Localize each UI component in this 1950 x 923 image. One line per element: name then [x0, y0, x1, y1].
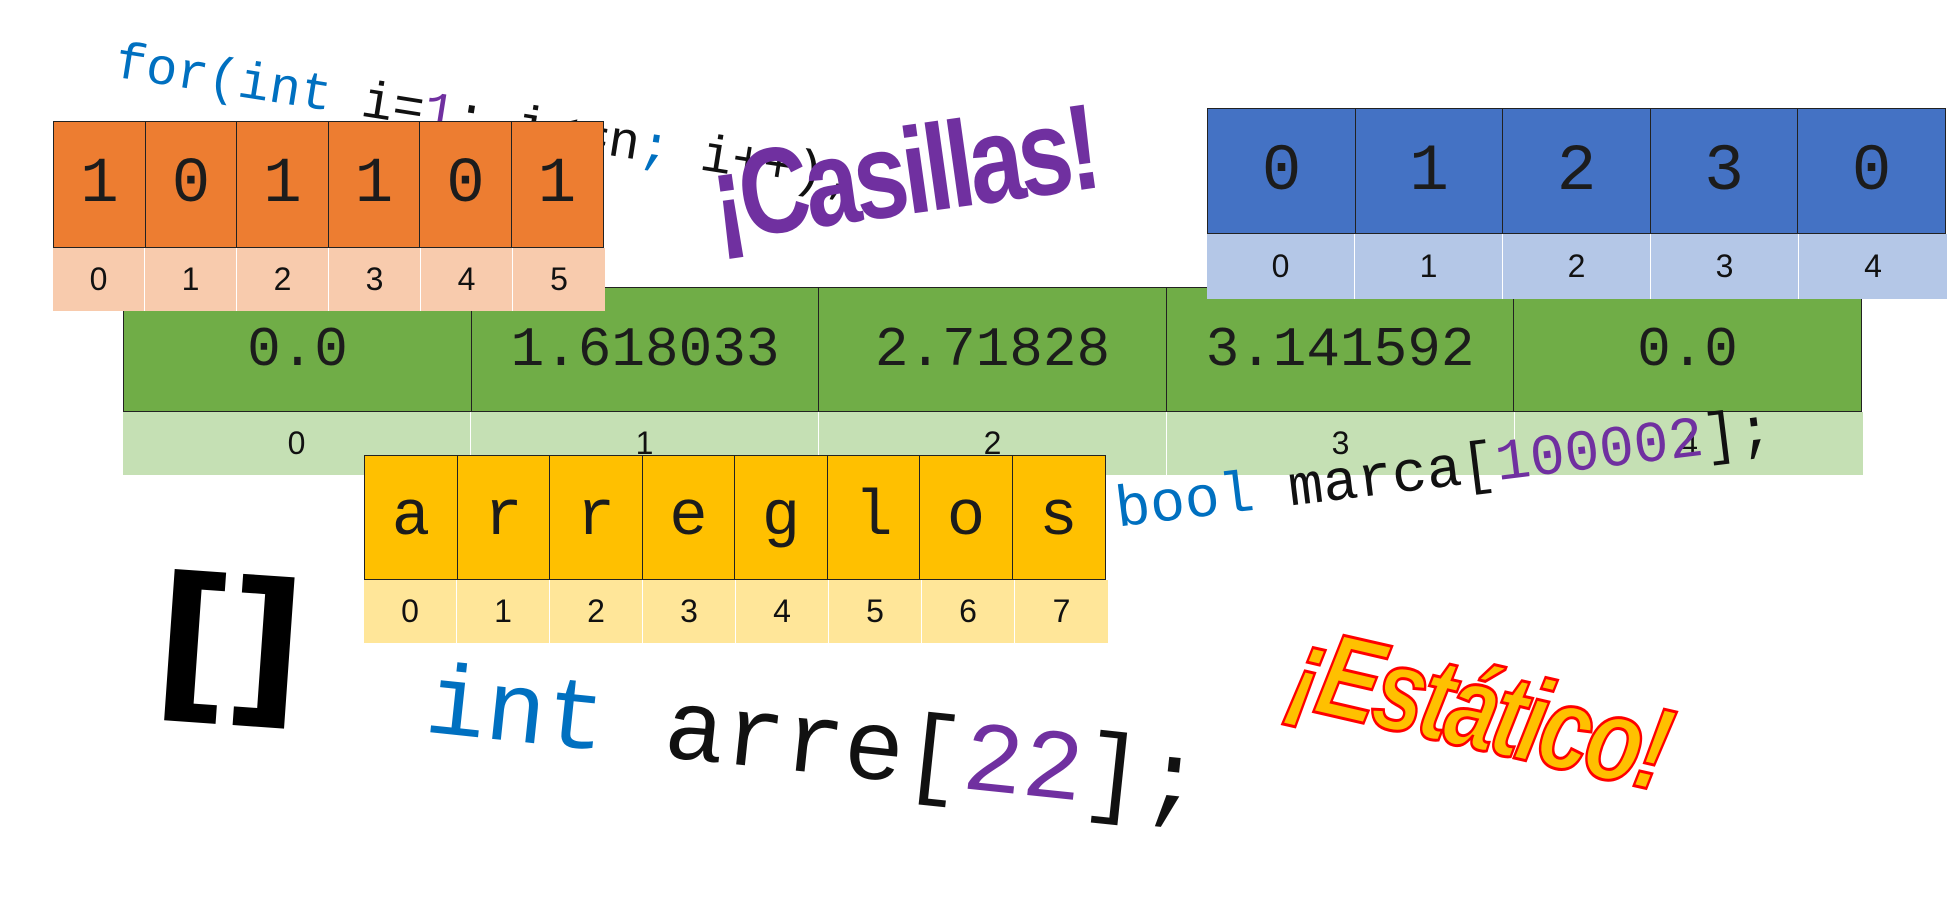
array-cell: 1.618033 [470, 287, 820, 412]
array-cell: s [1011, 455, 1106, 580]
array-index: 4 [421, 248, 513, 311]
array-cell: a [364, 455, 458, 580]
array-cell: l [826, 455, 921, 580]
casillas-wordart: ¡Casillas! [702, 78, 1104, 267]
array-cell: e [641, 455, 736, 580]
yellow-array-indices: 0 1 2 3 4 5 6 7 [364, 580, 1108, 643]
array-cell: 0 [1207, 108, 1356, 234]
code-int-end: ]; [1076, 719, 1208, 844]
brackets-symbol: [] [148, 540, 306, 748]
array-index: 6 [922, 580, 1015, 643]
array-cell: 1 [327, 121, 421, 248]
yellow-array-values: a r r e g l o s [364, 455, 1108, 580]
blue-array-values: 0 1 2 3 0 [1207, 108, 1947, 234]
array-cell: 0.0 [1513, 287, 1862, 412]
estatico-wordart: ¡Estático! [1279, 601, 1682, 818]
array-cell: 0 [1797, 108, 1946, 234]
blue-array-indices: 0 1 2 3 4 [1207, 234, 1947, 299]
array-index: 2 [550, 580, 643, 643]
array-index: 0 [53, 248, 145, 311]
array-cell: 2.71828 [818, 287, 1167, 412]
array-index: 2 [1503, 234, 1651, 299]
array-cell: 1 [236, 121, 329, 248]
array-index: 5 [513, 248, 605, 311]
array-index: 1 [1355, 234, 1503, 299]
code-int-keyword: int [420, 650, 612, 782]
array-index: 4 [736, 580, 829, 643]
array-cell: 1 [53, 121, 146, 248]
yellow-char-array: a r r e g l o s 0 1 2 3 4 5 6 7 [364, 455, 1108, 643]
array-index: 0 [364, 580, 457, 643]
array-cell: r [549, 455, 643, 580]
array-index: 5 [829, 580, 922, 643]
orange-binary-array: 1 0 1 1 0 1 0 1 2 3 4 5 [53, 121, 605, 311]
array-index: 7 [1015, 580, 1108, 643]
array-cell: o [919, 455, 1013, 580]
array-cell: 1 [1354, 108, 1504, 234]
code-int-name: arre[ [599, 668, 970, 819]
array-cell: 1 [510, 121, 604, 248]
array-index: 1 [457, 580, 550, 643]
orange-array-indices: 0 1 2 3 4 5 [53, 248, 605, 311]
array-cell: 0 [419, 121, 512, 248]
array-index: 3 [329, 248, 421, 311]
array-index: 0 [1207, 234, 1355, 299]
array-cell: 3.141592 [1165, 287, 1515, 412]
blue-int-array: 0 1 2 3 0 0 1 2 3 4 [1207, 108, 1947, 299]
code-bool-end: ]; [1699, 399, 1777, 473]
green-float-array: 0.0 1.618033 2.71828 3.141592 0.0 0 1 2 … [123, 287, 1863, 475]
code-for-keyword: for(int [110, 34, 336, 127]
array-cell: 0 [144, 121, 238, 248]
array-cell: 3 [1649, 108, 1799, 234]
code-int-declaration: int arre[22]; [420, 650, 1208, 844]
array-index: 2 [237, 248, 329, 311]
orange-array-values: 1 0 1 1 0 1 [53, 121, 605, 248]
array-index: 3 [643, 580, 736, 643]
array-index: 4 [1515, 412, 1863, 475]
code-int-size: 22 [957, 706, 1089, 832]
array-cell: 2 [1502, 108, 1651, 234]
green-array-values: 0.0 1.618033 2.71828 3.141592 0.0 [123, 287, 1863, 412]
array-index: 3 [1651, 234, 1799, 299]
array-index: 3 [1167, 412, 1515, 475]
code-bool-keyword: bool [1112, 463, 1259, 545]
array-cell: g [734, 455, 828, 580]
array-index: 1 [145, 248, 237, 311]
array-cell: r [456, 455, 551, 580]
array-index: 4 [1799, 234, 1947, 299]
